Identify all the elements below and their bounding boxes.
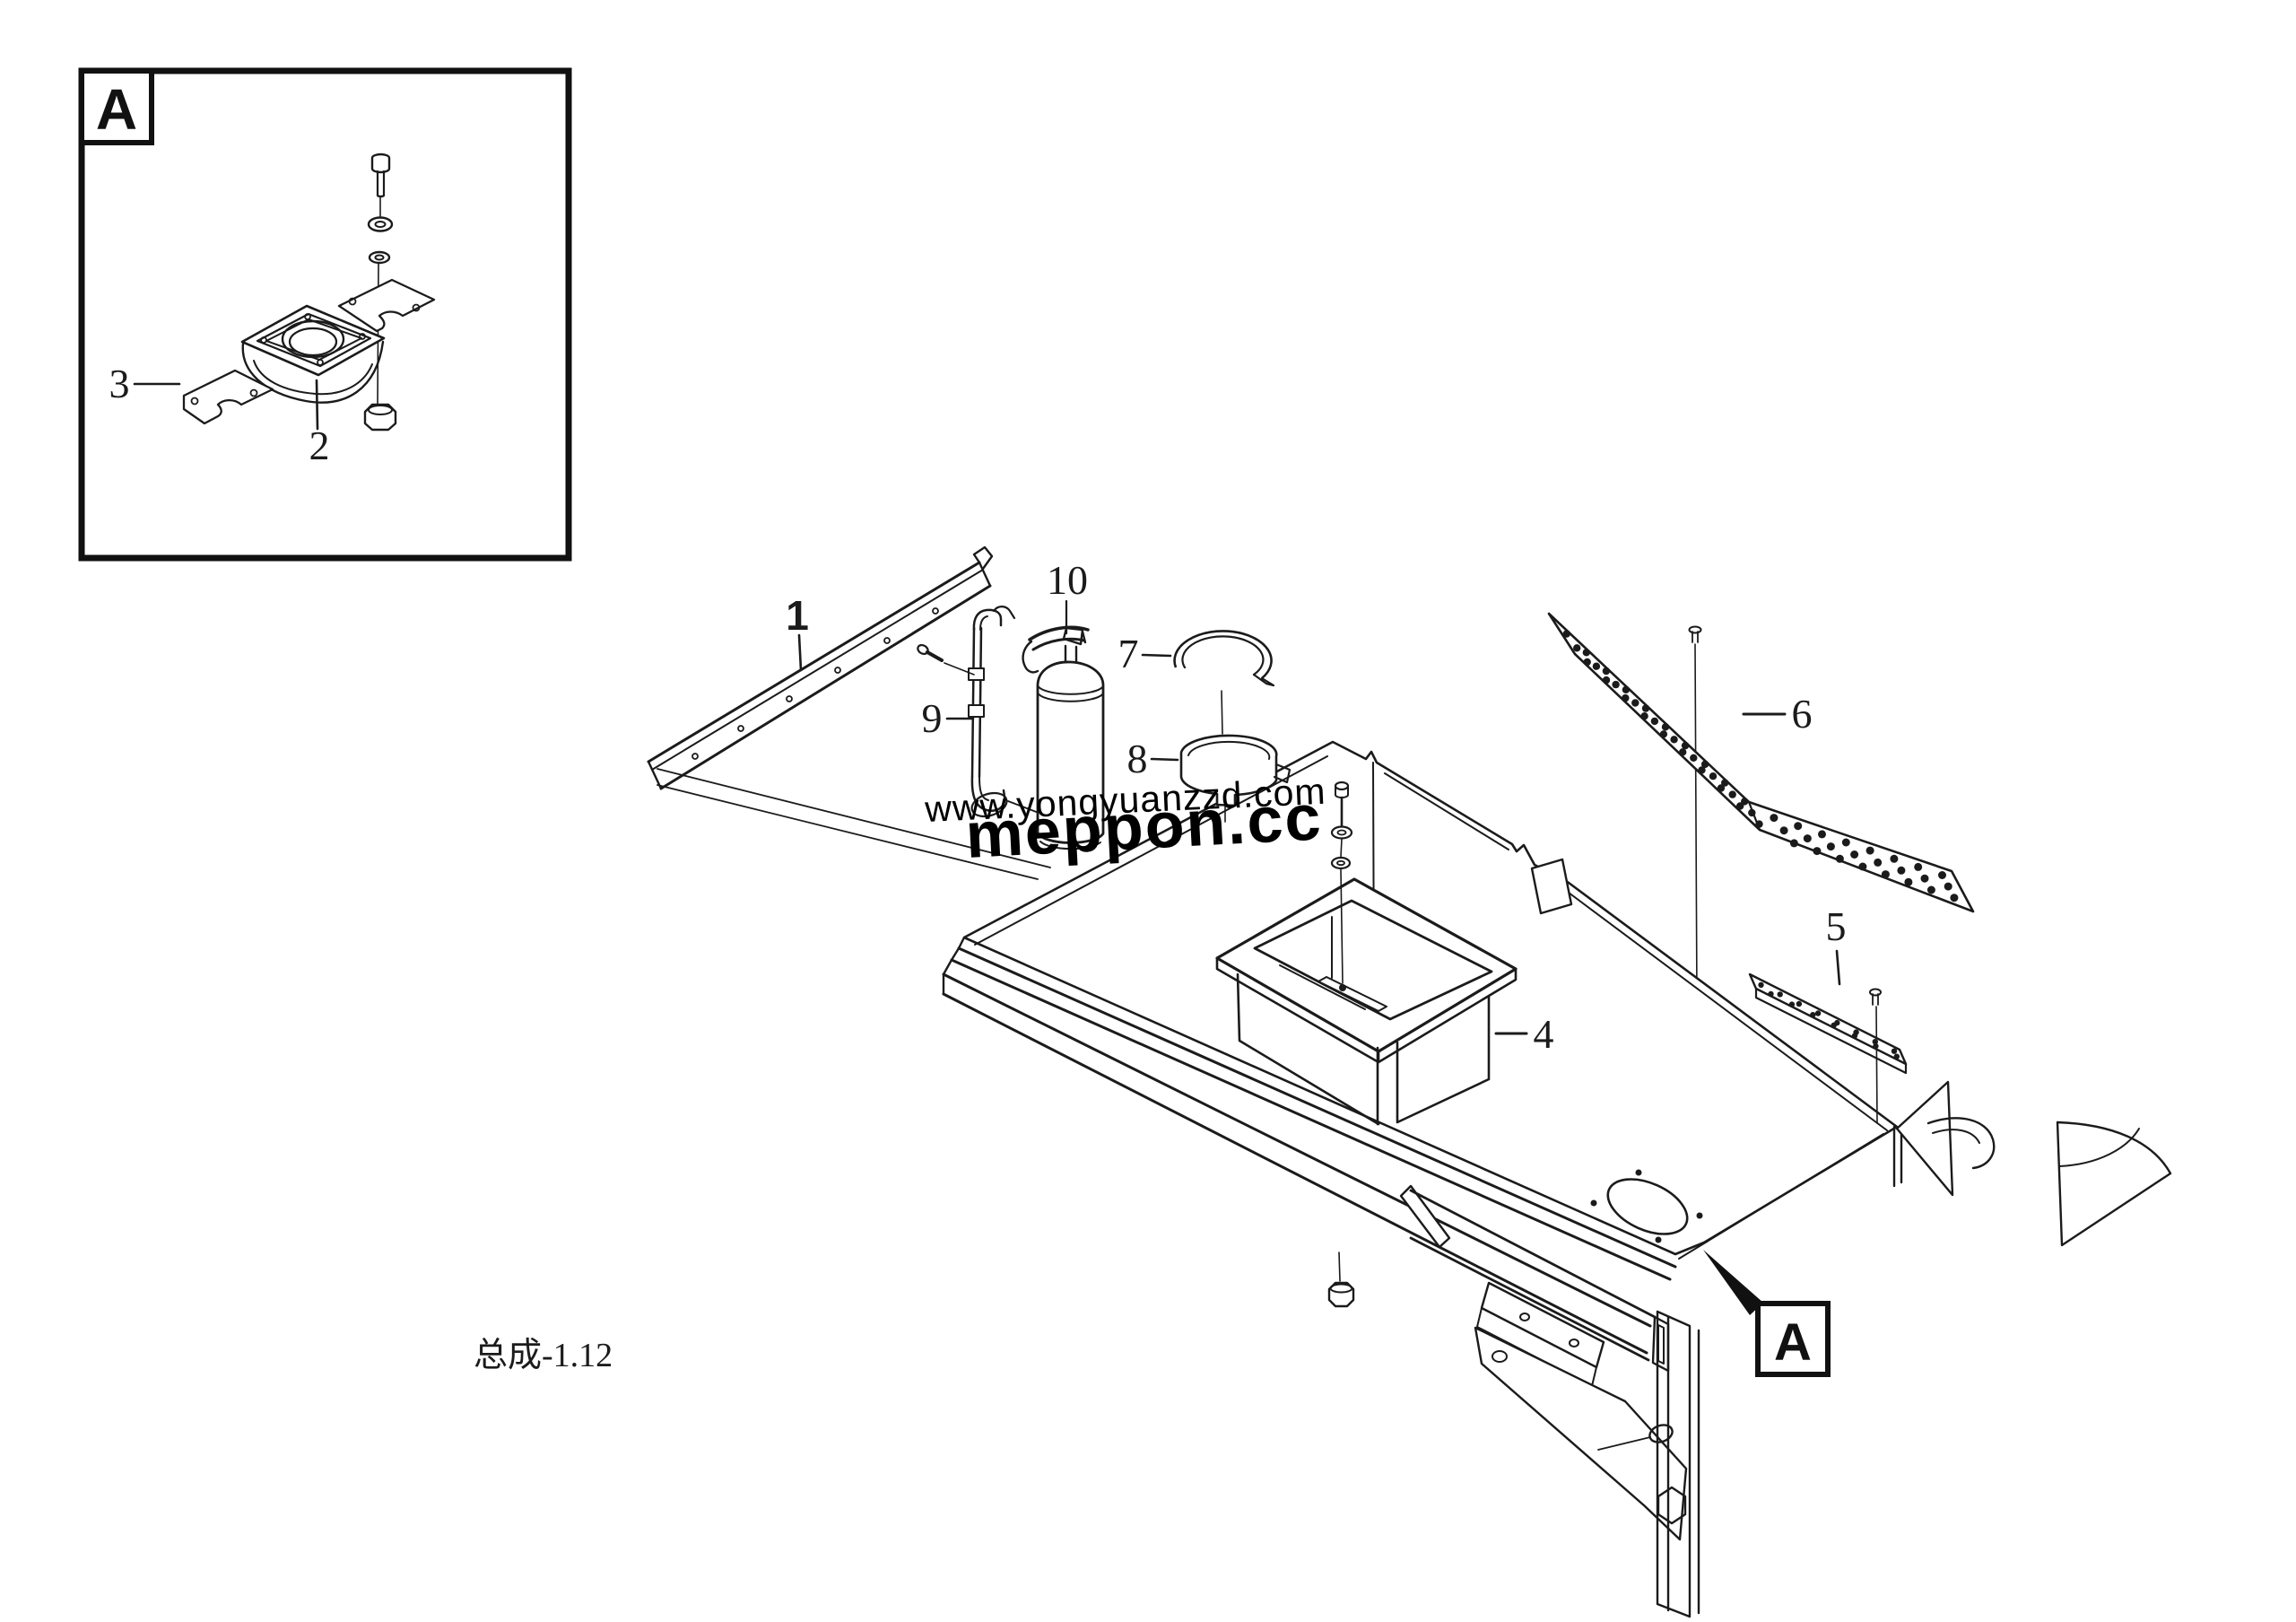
callout-a: A xyxy=(1703,1250,1831,1377)
plate-hole-inner xyxy=(288,327,338,357)
part6-alignment-line xyxy=(1694,643,1698,1000)
part-3-bracket-front xyxy=(182,369,274,425)
assembly-caption: 总成-1.12 xyxy=(474,1337,613,1374)
part-10-extinguisher xyxy=(1022,599,1105,850)
hose xyxy=(1022,640,1039,674)
detail-frame xyxy=(78,67,572,562)
leader-8 xyxy=(1150,757,1179,762)
plate-hole-outer xyxy=(281,319,345,359)
small-bolt-icon xyxy=(917,643,975,676)
small-bolt-icon xyxy=(1869,988,1882,1006)
box-floor-slot xyxy=(1318,976,1387,1012)
part-9-bracket xyxy=(917,606,1039,818)
part-6-tread-plate xyxy=(1547,612,1975,913)
leader-5 xyxy=(1835,949,1841,986)
callout-label: A xyxy=(1774,1313,1812,1372)
part-label-6: 6 xyxy=(1792,691,1813,737)
hex-hole xyxy=(1657,1486,1687,1525)
washer-icon xyxy=(367,216,394,232)
square-tube xyxy=(1409,1189,1657,1362)
part-label-10: 10 xyxy=(1047,557,1088,603)
hex-nut-icon xyxy=(1327,1251,1355,1308)
part-8-clamp-base xyxy=(1150,734,1292,823)
part-1-rail xyxy=(647,545,1051,880)
part-7-clamp-ring xyxy=(1141,630,1275,735)
bolt-tip xyxy=(1339,984,1346,991)
perforations-5 xyxy=(1758,981,1900,1060)
leader-7 xyxy=(1141,653,1172,658)
part-label-2: 2 xyxy=(309,423,330,468)
channel-column xyxy=(1656,1310,1700,1618)
band-step-notch xyxy=(1399,1184,1451,1249)
part-3-bracket-rear xyxy=(337,278,436,333)
small-bolt-icon xyxy=(1688,625,1702,643)
part-label-8: 8 xyxy=(1127,736,1148,781)
gusset-plate xyxy=(1474,1326,1688,1541)
part-label-5: 5 xyxy=(1826,903,1847,949)
lever-top xyxy=(1028,625,1090,641)
part5-alignment-line xyxy=(1875,1006,1878,1124)
foot-pad xyxy=(970,791,1008,818)
leader-1 xyxy=(797,633,803,672)
oval-cutout xyxy=(1606,1178,1689,1235)
part-4-storage-box xyxy=(1215,877,1528,1126)
edge-tab-plate xyxy=(1530,858,1573,915)
lever-bottom xyxy=(1031,637,1086,651)
support-arm xyxy=(1327,1189,1700,1618)
part-label-7: 7 xyxy=(1118,631,1139,676)
callout-leader-wedge xyxy=(1703,1250,1763,1315)
part-label-9: 9 xyxy=(922,695,943,741)
detail-view-a: 3 2 A xyxy=(78,67,572,562)
hex-nut-icon xyxy=(363,403,397,432)
detail-label-box xyxy=(79,68,154,145)
part-label-1: 1 xyxy=(786,592,809,639)
detail-label: A xyxy=(96,77,137,142)
part-label-3: 3 xyxy=(109,361,130,406)
perforations-6 xyxy=(1562,630,1959,903)
rail-end-tab xyxy=(972,545,994,571)
lock-washer-icon xyxy=(368,250,391,265)
rail-position-leaders xyxy=(657,768,1051,880)
callout-box xyxy=(1755,1301,1831,1377)
right-flange xyxy=(1892,1080,2172,1247)
box-bolt-stack xyxy=(1330,780,1353,984)
part-label-4: 4 xyxy=(1534,1011,1554,1057)
hex-bolt-icon xyxy=(370,153,391,217)
main-view: 1 9 10 7 8 6 5 4 A xyxy=(647,545,2172,1618)
part-5-tread-strip xyxy=(1748,949,1908,1124)
